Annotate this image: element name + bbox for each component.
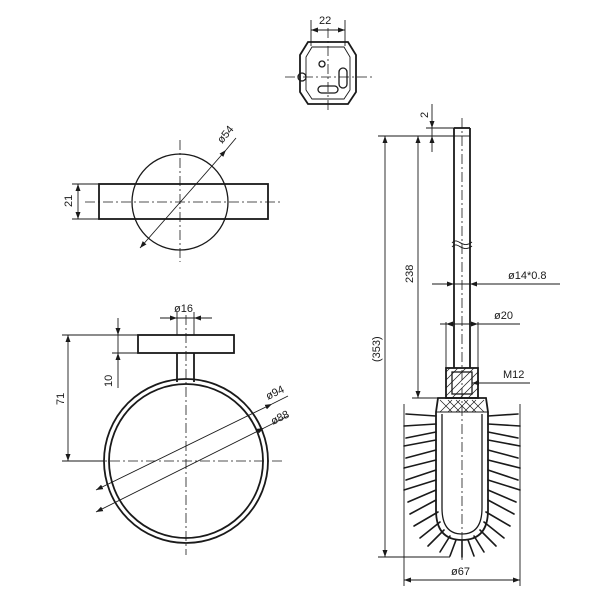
dim-disc-diameter: [139, 149, 227, 249]
dim-ring-drop-label: 71: [55, 393, 67, 405]
holder-arm-profile: [98, 183, 269, 220]
ring-holder-view: ø16 10 71 ø94 ø88: [55, 303, 291, 555]
handle-break-2: [451, 244, 473, 249]
dim-ring-inner: [95, 427, 265, 513]
handle-break: [451, 240, 473, 245]
dim-handle-tube-label: ø14*0.8: [508, 270, 547, 282]
dim-overall-length-label: (353): [371, 336, 383, 362]
bristles-left: [403, 413, 457, 557]
brush-core: [435, 397, 489, 541]
dim-thread-label: M12: [503, 369, 524, 381]
mounting-plate-view: 22: [285, 15, 372, 112]
dim-top-gap-label: 2: [419, 112, 431, 118]
bristles-right: [461, 413, 521, 558]
toilet-brush-view: 2 (353) 238 ø14*0.8 ø20 M12 ø67: [371, 104, 560, 586]
dim-brush-diameter-label: ø67: [451, 566, 470, 578]
dim-holder-thickness-label: 21: [63, 195, 75, 207]
dim-ring-inner-label: ø88: [269, 409, 291, 428]
dim-ring-outer-label: ø94: [264, 384, 286, 403]
plate-inner-outline: [305, 46, 351, 100]
dim-post-diameter-label: ø16: [174, 303, 193, 315]
dim-handle-length-label: 238: [404, 265, 416, 283]
plate-screw-hole-left: [297, 72, 307, 82]
plate-screw-hole-top: [318, 60, 326, 68]
brush-core-knurl: [436, 399, 488, 413]
dim-disc-diameter-label: ø54: [215, 124, 236, 146]
dim-flange-thickness-label: 10: [103, 375, 115, 387]
plate-outline: [299, 41, 357, 105]
wall-disc-view: ø54 21: [63, 124, 282, 262]
brush-core-inner: [441, 414, 483, 535]
dim-collar-diameter-label: ø20: [494, 310, 513, 322]
dim-plate-width-label: 22: [319, 15, 331, 27]
plate-slot-right: [338, 67, 348, 89]
plate-slot-bottom: [317, 85, 339, 94]
